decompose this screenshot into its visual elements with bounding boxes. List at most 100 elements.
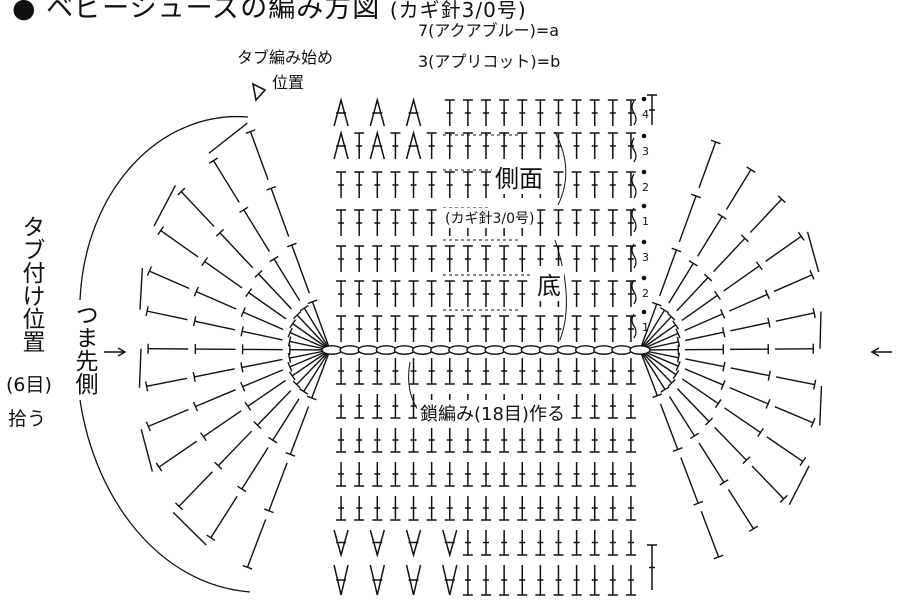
fan-spoke [639, 349, 759, 533]
dc-stitch [607, 428, 618, 453]
dc-stitch [354, 496, 365, 521]
dc-stitch [535, 358, 546, 385]
dc-stitch [535, 462, 546, 487]
row-number: 1 [642, 215, 649, 228]
dc-stitch [499, 565, 510, 596]
dc-stitch [499, 428, 510, 453]
turning-chain [631, 243, 637, 269]
dc-stitch [481, 171, 491, 198]
row-start-dot [641, 203, 647, 209]
fan-loop-edge [788, 465, 810, 505]
chain-stitch [448, 345, 470, 355]
dc-stitch [499, 132, 510, 159]
dc-stitch [390, 245, 401, 272]
dc-stitch [571, 358, 582, 385]
chain-stitch [375, 345, 398, 355]
dc-stitch [571, 565, 582, 596]
fan-spoke [145, 306, 331, 351]
dc-stitch [481, 99, 491, 126]
tab-bracket-bottom [79, 399, 251, 593]
dc-stitch [481, 132, 491, 159]
side-fan-stitches [138, 122, 823, 570]
chain-stitch [411, 345, 434, 355]
dc-stitch [426, 280, 437, 307]
dc-stitch [462, 496, 473, 521]
dc-stitch [625, 428, 636, 453]
dc-stitch [589, 171, 600, 198]
dc-stitch [589, 565, 600, 596]
dc-stitch [553, 428, 564, 453]
row-start-dot [641, 96, 647, 102]
row-number: 1 [642, 321, 649, 334]
dc-stitch [462, 462, 473, 487]
v-stitch [333, 130, 349, 160]
dc-stitch [517, 428, 528, 453]
chain-stitch [321, 345, 343, 355]
chain-stitch [393, 345, 416, 355]
dc-stitch [426, 496, 437, 521]
dc-stitch [336, 280, 347, 307]
dc-stitch [444, 99, 455, 126]
dc-stitch [336, 209, 347, 236]
dc-stitch [426, 245, 437, 272]
dc-stitch [571, 245, 582, 272]
fan-spoke [206, 349, 331, 541]
chain-label: 鎖編み(18目)作る [417, 400, 568, 426]
dc-stitch [589, 462, 600, 487]
dc-stitch [499, 99, 510, 126]
chain-stitch [502, 345, 524, 355]
chain-stitch [593, 345, 615, 355]
yarn-a-label: 7(アクアブルー)=a [418, 21, 560, 40]
pick-up-label: 拾う [8, 408, 47, 430]
chain-stitch [466, 345, 488, 355]
dc-stitch [336, 245, 347, 272]
fan-loop-edge [208, 122, 248, 154]
dc-stitch [625, 358, 636, 385]
dc-stitch [535, 315, 546, 342]
fan-spoke [242, 349, 331, 570]
dc-stitch [607, 99, 618, 126]
dc-stitch [517, 245, 528, 272]
chain-stitch [556, 345, 579, 355]
turning-chain [631, 137, 637, 163]
dc-stitch [553, 565, 564, 596]
dc-stitch [372, 209, 383, 236]
dc-stitch [625, 245, 636, 272]
fan-spoke [245, 129, 331, 351]
dc-stitch [535, 428, 546, 453]
dc-stitch [444, 462, 455, 487]
dc-stitch [517, 358, 528, 385]
dc-stitch [517, 462, 528, 487]
dc-stitch [571, 496, 582, 521]
leader-line [554, 239, 567, 341]
dc-stitch [553, 496, 564, 521]
fan-loop-edge [140, 429, 154, 472]
dc-stitch [589, 358, 600, 385]
dc-stitch [336, 315, 347, 342]
dc-stitch [625, 209, 636, 236]
dc-stitch [372, 171, 383, 198]
foundation-chain [321, 345, 651, 355]
dc-stitch [462, 245, 473, 272]
dc-stitch [408, 462, 419, 487]
v-stitch [369, 130, 386, 160]
dc-stitch [426, 171, 437, 198]
dc-stitch [426, 428, 437, 453]
dc-stitch [607, 462, 618, 487]
dc-stitch [408, 496, 419, 521]
dc-stitch [607, 209, 618, 236]
dc-stitch [390, 428, 401, 453]
leader-line [554, 131, 567, 206]
dc-stitch [535, 565, 546, 596]
row-start-dot [641, 133, 647, 139]
fan-spoke [639, 307, 816, 351]
dc-stitch [607, 358, 618, 385]
v-stitch [333, 529, 349, 558]
dc-stitch [499, 315, 510, 342]
dc-stitch [462, 565, 473, 596]
dc-stitch [535, 530, 546, 556]
hook-size-label: (カギ針3/0号) [442, 208, 538, 228]
dc-stitch [354, 462, 365, 487]
